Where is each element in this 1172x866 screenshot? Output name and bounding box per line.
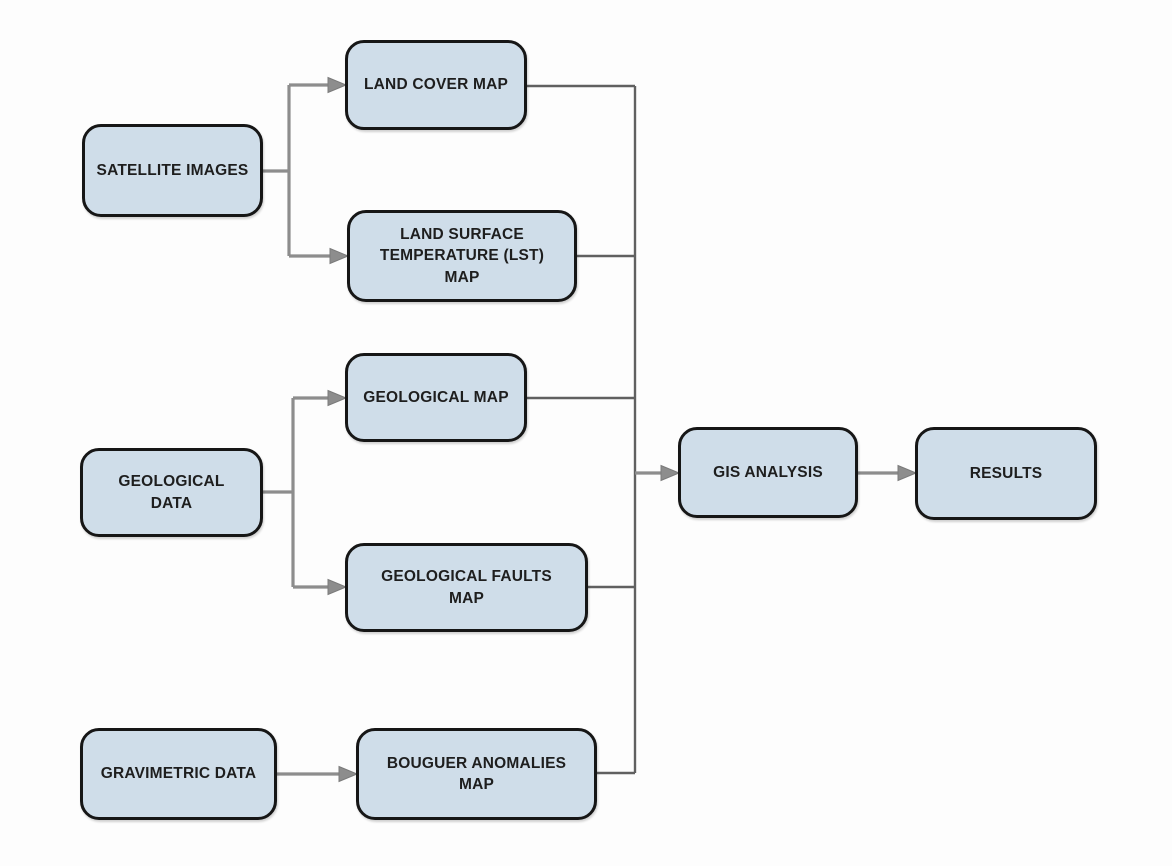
- node-land-cover-map-label: LAND COVER MAP: [363, 76, 509, 94]
- arrowhead-icon: [329, 247, 350, 265]
- edge-geological-branch: [263, 389, 348, 596]
- node-geological-map-label: GEOLOGICAL MAP: [363, 388, 509, 406]
- arrowhead-icon: [327, 578, 348, 596]
- node-results: RESULTS: [915, 427, 1097, 520]
- node-land-cover-map: LAND COVER MAP: [345, 40, 527, 130]
- edge-gis-to-results: [858, 464, 918, 482]
- node-gravimetric-data: GRAVIMETRIC DATA: [80, 728, 277, 820]
- edge-gravimetric-to-bouguer: [277, 765, 359, 783]
- edge-collector-bus: [527, 84, 637, 775]
- node-geological-faults-map: GEOLOGICAL FAULTS MAP: [345, 543, 588, 632]
- arrowhead-icon: [338, 765, 359, 783]
- node-lst-map: LAND SURFACE TEMPERATURE (LST) MAP: [347, 210, 577, 302]
- node-gis-analysis-label: GIS ANALYSIS: [713, 463, 823, 481]
- edge-satellite-branch: [263, 76, 350, 265]
- node-results-label: RESULTS: [969, 464, 1043, 482]
- node-geological-faults-map-label: GEOLOGICAL FAULTS MAP: [381, 568, 552, 607]
- node-geological-data: GEOLOGICAL DATA: [80, 448, 263, 537]
- node-bouguer-anomalies-map-label: BOUGUER ANOMALIES MAP: [386, 754, 567, 793]
- node-satellite-images: SATELLITE IMAGES: [82, 124, 263, 217]
- node-geological-data-label: GEOLOGICAL DATA: [118, 473, 225, 512]
- node-satellite-images-label: SATELLITE IMAGES: [96, 161, 249, 179]
- edge-bus-to-gis: [635, 464, 681, 482]
- node-bouguer-anomalies-map: BOUGUER ANOMALIES MAP: [356, 728, 597, 820]
- node-geological-map: GEOLOGICAL MAP: [345, 353, 527, 442]
- node-lst-map-label: LAND SURFACE TEMPERATURE (LST) MAP: [379, 225, 545, 286]
- node-gis-analysis: GIS ANALYSIS: [678, 427, 858, 518]
- arrowhead-icon: [897, 464, 918, 482]
- node-gravimetric-data-label: GRAVIMETRIC DATA: [100, 765, 257, 783]
- arrowhead-icon: [327, 76, 348, 94]
- arrowhead-icon: [327, 389, 348, 407]
- arrowhead-icon: [660, 464, 681, 482]
